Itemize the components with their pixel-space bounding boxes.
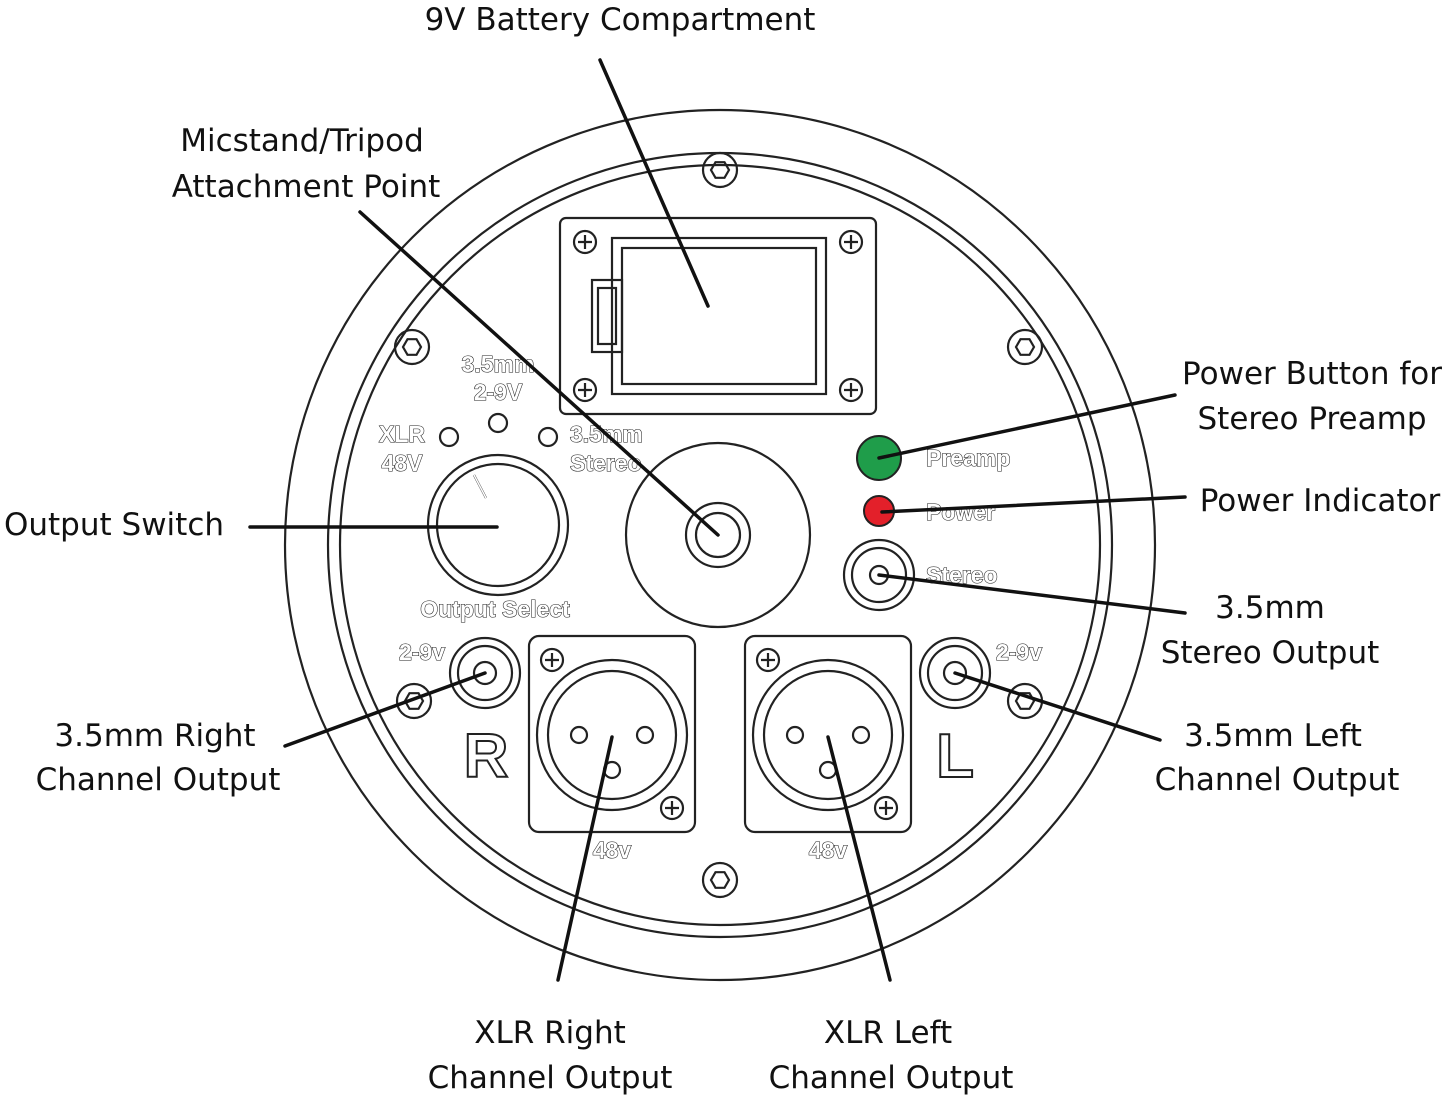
label-left-channel-letter: L (936, 722, 974, 791)
callout-xlr-right-line2: Channel Output (428, 1060, 673, 1096)
hex-screw-top (701, 151, 739, 189)
output-select-knob[interactable] (426, 453, 570, 597)
leader-power-button (877, 393, 1177, 460)
plus-screw-xlr-left-br (873, 795, 899, 821)
inner-ring-2 (338, 163, 1102, 927)
callout-xlr-left-line1: XLR Left (824, 1015, 952, 1051)
micstand-mount[interactable] (624, 441, 812, 629)
leader-battery (598, 58, 710, 308)
label-sel-35mm: 3.5mm (462, 351, 535, 377)
label-sel-xlr: XLR (379, 421, 425, 447)
callout-micstand-line1: Micstand/Tripod (180, 123, 424, 159)
hex-screw-lower-left (395, 682, 433, 720)
callout-stereo-output-line2: Stereo Output (1161, 635, 1380, 671)
label-power: Power (926, 499, 995, 525)
hex-screw-right (1006, 328, 1044, 366)
plus-screw-battery-tl (572, 229, 598, 255)
label-sel-48v: 48V (382, 450, 424, 476)
xlr-right-connector[interactable] (527, 634, 697, 834)
label-right-48v: 48v (593, 837, 632, 863)
callout-output-switch: Output Switch (4, 507, 224, 543)
callout-stereo-output-line1: 3.5mm (1215, 590, 1325, 626)
leader-xlr-left (826, 735, 892, 982)
callout-power-indicator: Power Indicator (1200, 483, 1441, 519)
label-left-48v: 48v (809, 837, 848, 863)
callout-power-button-line1: Power Button for (1182, 356, 1442, 392)
inner-ring-1 (326, 151, 1114, 939)
label-right-29v: 2-9v (399, 639, 445, 665)
callout-left-35mm-line2: Channel Output (1155, 762, 1400, 798)
selector-hole-stereo (537, 426, 559, 448)
label-preamp: Preamp (926, 445, 1010, 471)
left-35mm-jack[interactable] (918, 636, 992, 710)
label-output-select: Output Select (420, 596, 570, 622)
callout-right-35mm-line1: 3.5mm Right (54, 718, 255, 754)
callout-battery: 9V Battery Compartment (425, 2, 816, 38)
hex-screw-bottom (701, 861, 739, 899)
label-right-channel-letter: R (464, 722, 509, 791)
callout-xlr-left-line2: Channel Output (769, 1060, 1014, 1096)
callout-power-button-line2: Stereo Preamp (1197, 401, 1426, 437)
callout-micstand-line2: Attachment Point (172, 169, 441, 205)
label-sel-stereo: Stereo (570, 450, 642, 476)
outer-ring (283, 108, 1157, 982)
label-sel-29v: 2-9V (474, 379, 523, 405)
plus-screw-xlr-left-tl (755, 647, 781, 673)
leader-power-indicator (880, 495, 1187, 514)
plus-screw-battery-tr (838, 229, 864, 255)
plus-screw-xlr-right-tl (539, 647, 565, 673)
selector-hole-xlr (438, 426, 460, 448)
plus-screw-battery-bl (572, 377, 598, 403)
leader-stereo-output (877, 573, 1187, 615)
selector-hole-35mm (487, 412, 509, 434)
leader-xlr-right (556, 735, 614, 982)
callout-right-35mm-line2: Channel Output (36, 762, 281, 798)
callout-xlr-right-line1: XLR Right (474, 1015, 626, 1051)
label-left-29v: 2-9v (996, 639, 1042, 665)
xlr-left-connector[interactable] (743, 634, 913, 834)
battery-compartment[interactable] (558, 216, 878, 416)
leader-right-35mm (283, 671, 487, 748)
leader-left-35mm (953, 671, 1162, 742)
plus-screw-battery-br (838, 377, 864, 403)
callout-left-35mm-line1: 3.5mm Left (1184, 718, 1362, 754)
leader-micstand (358, 210, 720, 537)
label-sel-stereo-35mm: 3.5mm (570, 421, 643, 447)
hex-screw-left (393, 328, 431, 366)
right-35mm-jack[interactable] (448, 636, 522, 710)
plus-screw-xlr-right-br (659, 795, 685, 821)
